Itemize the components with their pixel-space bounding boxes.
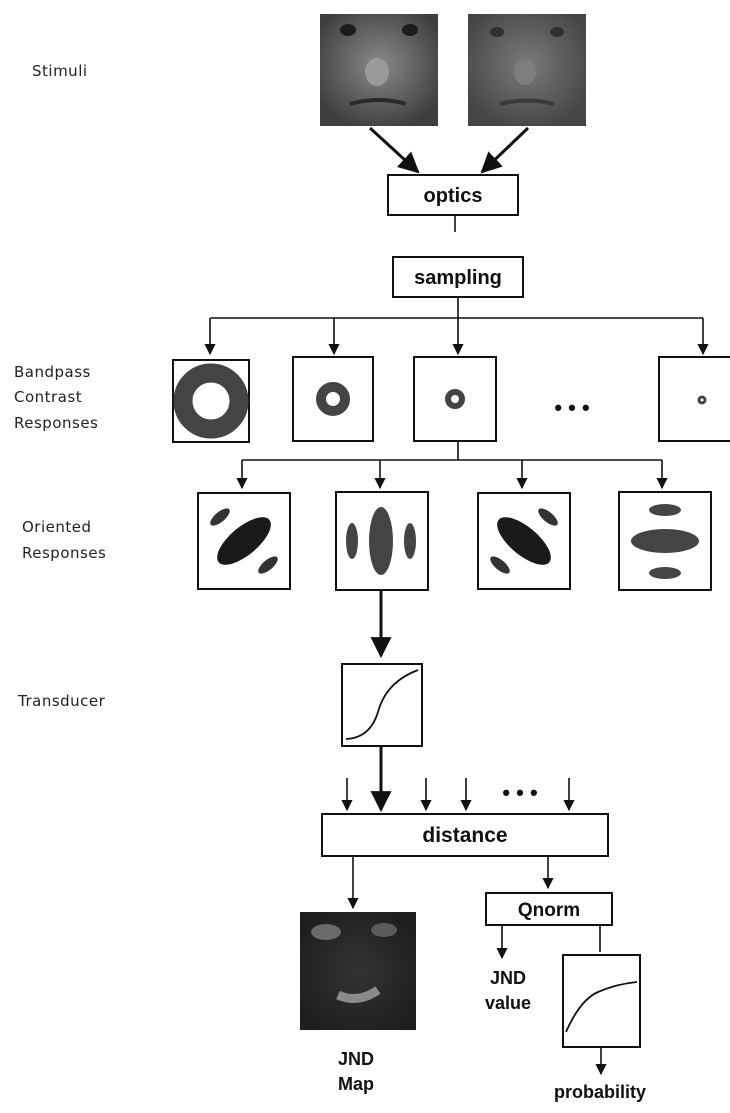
bandpass-connectors: [204, 297, 709, 356]
jnd-map-image: [300, 912, 416, 1030]
label-bandpass-1: Bandpass: [14, 363, 91, 381]
distance-box: [321, 813, 609, 857]
jnd-map-label-1: JND: [338, 1049, 374, 1069]
jnd-map-label-2: Map: [338, 1074, 374, 1094]
distance-label: distance: [422, 824, 507, 847]
optics-box: [387, 174, 519, 216]
jnd-value-label-2: value: [485, 993, 531, 1013]
optics-label: optics: [424, 185, 483, 207]
bandpass-filter-1: [172, 359, 250, 443]
oriented-filter-3: [477, 492, 571, 590]
distance-input-arrows: [341, 746, 575, 813]
oriented-filter-2: [335, 491, 429, 591]
distance-ellipsis: • • •: [502, 780, 537, 805]
label-oriented-1: Oriented: [22, 518, 92, 536]
bandpass-ellipsis: • • •: [554, 395, 589, 420]
oriented-filter-1: [197, 492, 291, 590]
label-stimuli: Stimuli: [32, 62, 88, 80]
stimulus-image-right: [468, 14, 586, 126]
arrow-right-to-optics: [480, 126, 530, 174]
oriented-filter-4: [618, 491, 712, 591]
probability-label: probability: [554, 1082, 646, 1102]
sampling-label: sampling: [414, 267, 502, 289]
jnd-value-label-1: JND: [490, 968, 526, 988]
bandpass-filter-3: [413, 356, 497, 442]
transducer-curve-box: [341, 663, 423, 747]
stimulus-image-left: [320, 14, 438, 126]
label-oriented-2: Responses: [22, 544, 106, 562]
arrow-left-to-optics: [368, 126, 420, 174]
qnorm-box: [485, 892, 613, 926]
label-bandpass-2: Contrast: [14, 388, 82, 406]
oriented-connectors: [236, 441, 668, 490]
sampling-box: [392, 256, 524, 298]
bandpass-filter-2: [292, 356, 374, 442]
probability-curve-box: [562, 954, 641, 1048]
label-transducer: Transducer: [17, 692, 106, 710]
label-bandpass-3: Responses: [14, 414, 98, 432]
qnorm-label: Qnorm: [518, 900, 580, 921]
bandpass-filter-4: [658, 356, 730, 442]
